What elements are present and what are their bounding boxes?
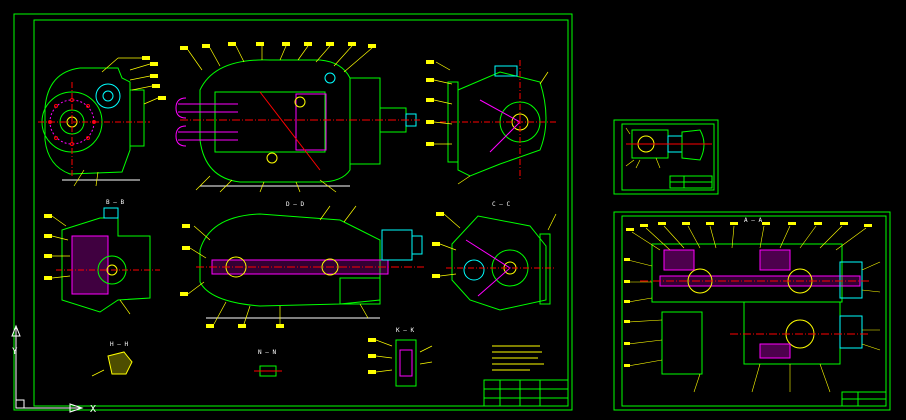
- piston-block: [295, 93, 327, 151]
- section-label-n-n: N — N: [258, 349, 276, 356]
- sheet-outer-border: [613, 119, 719, 195]
- pinion-bore: [102, 90, 114, 102]
- lower-coupling: [839, 315, 863, 349]
- top-boss: [103, 207, 119, 219]
- sheet-inner-border: [33, 19, 569, 407]
- section-b-b: B — B: [56, 199, 160, 313]
- section-label-k-k: K — K: [396, 327, 414, 334]
- motor-shape: [681, 129, 705, 161]
- title-block-main: [483, 379, 569, 407]
- left-bracket: [661, 311, 703, 375]
- motor-body: [349, 77, 381, 165]
- leader-lines-small: [625, 127, 661, 169]
- housing-outline: [44, 67, 131, 175]
- sheet-inner-border: [621, 123, 715, 191]
- leader-tags-main: [44, 42, 444, 374]
- flange-plate: [539, 233, 551, 305]
- top-bracket: [494, 65, 518, 77]
- casing-outline: [199, 59, 351, 183]
- sheet-outer-border: [13, 13, 573, 411]
- section-label-a-a: A — A: [744, 217, 762, 224]
- a-a-sheet: A — A: [613, 211, 891, 411]
- section-d-d: D — D: [196, 201, 424, 319]
- hatch-1: [663, 249, 695, 271]
- hatch-region: [71, 235, 109, 295]
- technical-notes: [492, 345, 544, 371]
- coupling: [839, 261, 863, 299]
- rod-loop-bottom: [175, 125, 187, 147]
- section-c-c: C — C: [446, 201, 556, 311]
- body-outline: [457, 71, 547, 177]
- diag-line: [259, 91, 321, 171]
- ucs-y-arrow: [11, 324, 21, 337]
- detail-insert: [399, 349, 413, 377]
- small-sheet: [613, 119, 719, 195]
- pinion-circle: [95, 83, 121, 109]
- detail-k-k: K — K: [395, 327, 417, 387]
- ucs-x-arrow: [69, 403, 84, 413]
- housing-lower: [743, 301, 841, 365]
- section-label-d-d: D — D: [286, 201, 304, 208]
- leader-tags-a-a: [624, 222, 872, 367]
- hatch-3: [759, 343, 791, 359]
- leader-lines-main: [51, 45, 557, 377]
- title-block-a-a: [841, 391, 887, 407]
- inner-chamber: [214, 91, 326, 153]
- side-block: [129, 89, 145, 147]
- casing-outline: [199, 213, 381, 307]
- detail-part: [107, 351, 133, 375]
- motor-cap: [411, 235, 423, 255]
- section-label-h-h: H — H: [110, 341, 128, 348]
- title-block-small: [669, 175, 713, 189]
- section-label-c-c: C — C: [492, 201, 510, 208]
- detail-column: [395, 339, 417, 387]
- sheet-outer-border: [613, 211, 891, 411]
- view-front-left: [38, 67, 150, 181]
- main-sheet: [13, 13, 573, 411]
- sheet-inner-border: [621, 215, 887, 407]
- lower-pin: [266, 152, 278, 164]
- view-side-right: [440, 60, 558, 180]
- section-label-b-b: B — B: [106, 199, 124, 206]
- ucs-x-label: X: [90, 404, 96, 415]
- piston-rods: [178, 103, 238, 141]
- section-outline: [451, 215, 547, 311]
- bearing-right: [321, 258, 339, 276]
- ucs-origin-box: [15, 399, 25, 409]
- detail-n-n: N — N: [254, 349, 282, 377]
- view-longitudinal-section: [175, 59, 420, 187]
- motor-end: [381, 229, 413, 261]
- ucs-icon: [11, 324, 84, 413]
- detail-h-h: H — H: [107, 341, 133, 375]
- leader-lines-a-a: [627, 225, 881, 393]
- hatch-2: [759, 249, 791, 271]
- ucs-y-label: Y: [12, 347, 18, 357]
- bolt-holes: [48, 98, 96, 146]
- crank-pin: [294, 96, 306, 108]
- upper-pin: [324, 72, 336, 84]
- rod-loop-top: [175, 97, 187, 119]
- gear-circle: [463, 259, 485, 281]
